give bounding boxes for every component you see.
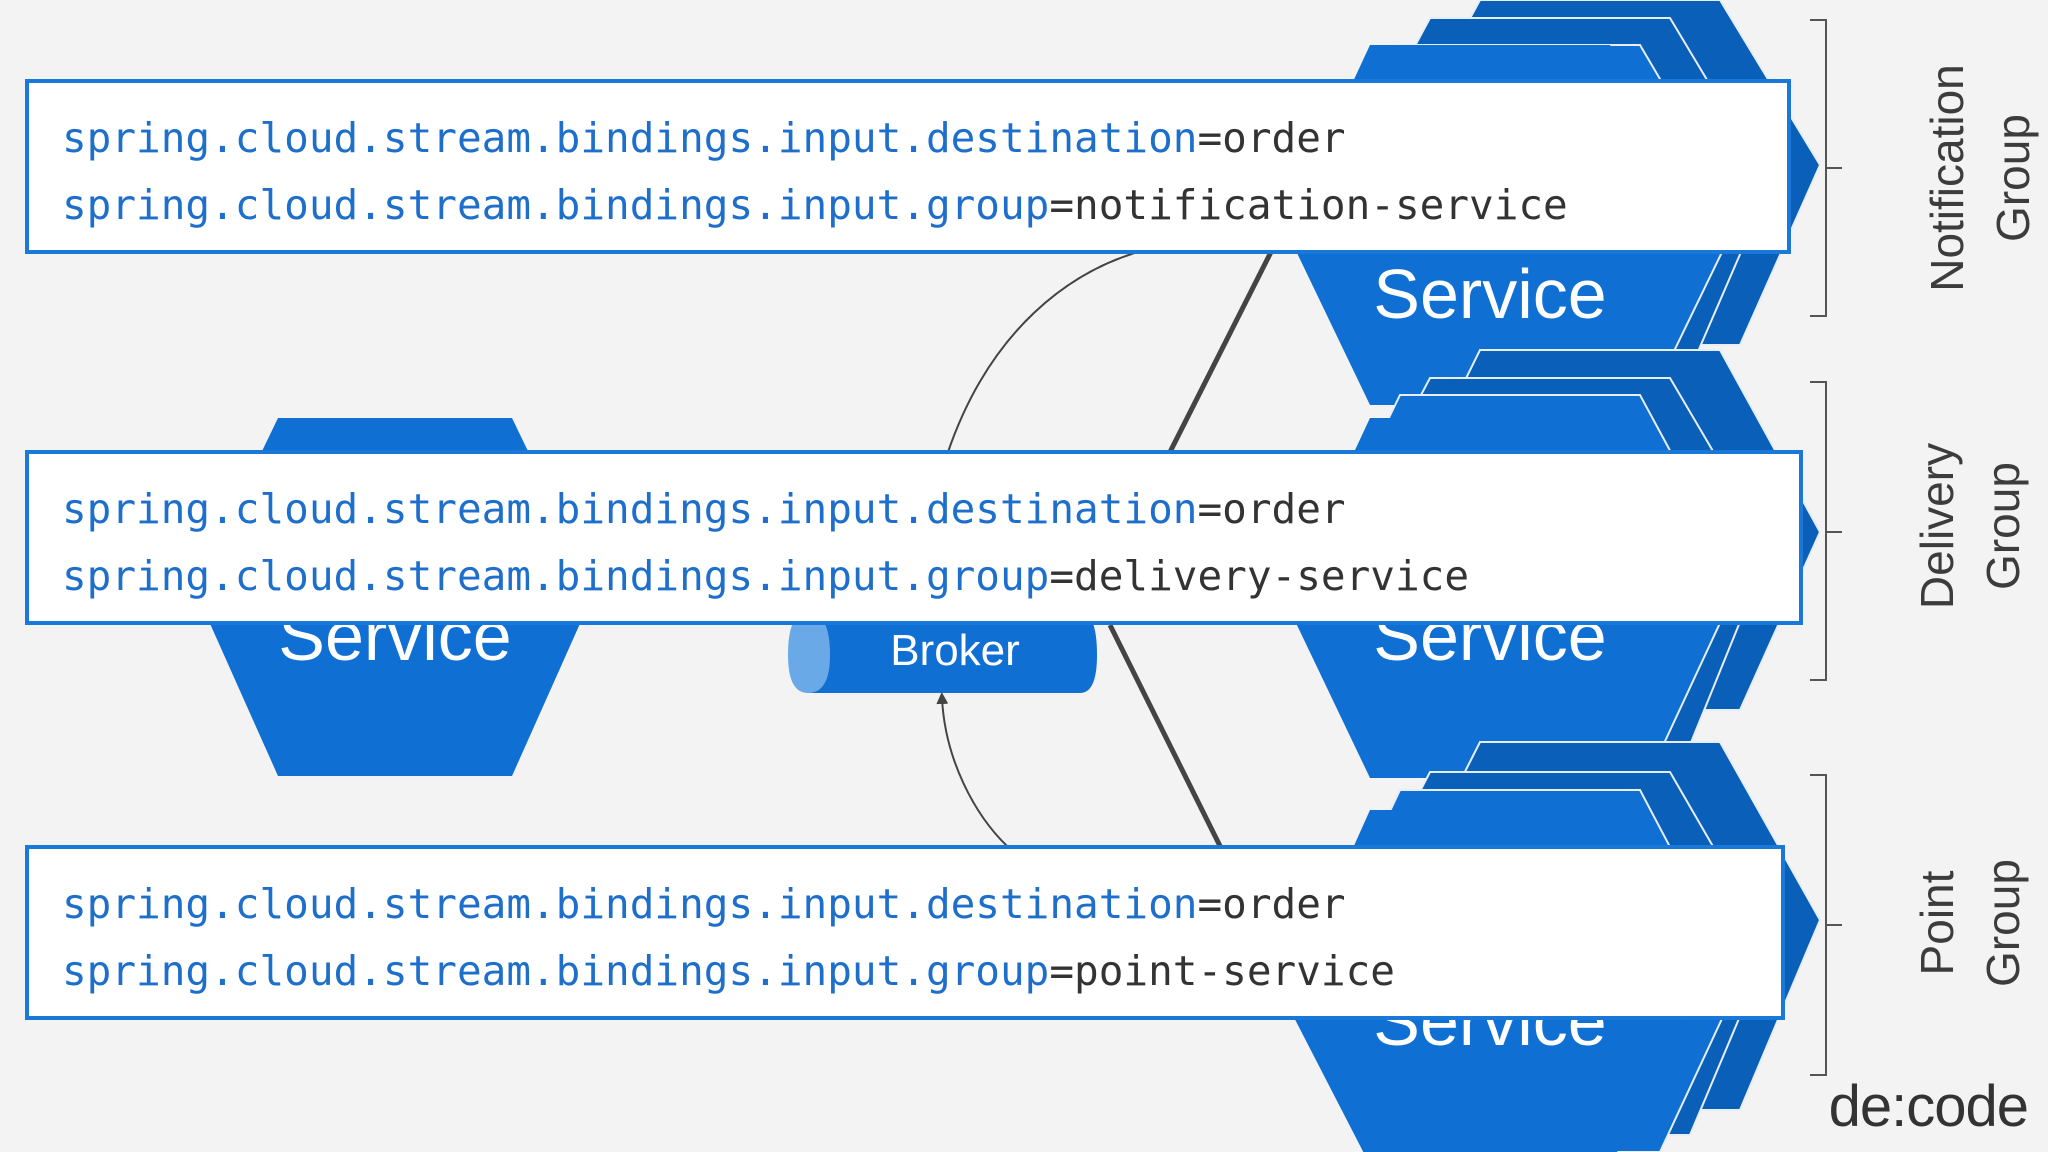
destination-config-line: spring.cloud.stream.bindings.input.desti… xyxy=(62,871,1781,938)
group-property-value: =notification-service xyxy=(1049,181,1568,229)
curve-producer-to-broker xyxy=(936,692,1008,847)
group-property-key: spring.cloud.stream.bindings.input.group xyxy=(62,181,1050,229)
broker-cylinder: Broker xyxy=(788,612,1097,693)
group-label-line: Notification xyxy=(1921,64,1973,292)
point-group-label: Point Group xyxy=(1904,753,2036,1093)
group-label-line: Group xyxy=(1977,462,2029,590)
group-label-line: Point xyxy=(1911,870,1963,976)
point-binding-config: spring.cloud.stream.bindings.input.desti… xyxy=(25,845,1785,1020)
notification-binding-config: spring.cloud.stream.bindings.input.desti… xyxy=(25,79,1791,254)
destination-property-value: =order xyxy=(1197,485,1346,533)
decode-logo: de:code xyxy=(1828,1074,2029,1139)
group-property-key: spring.cloud.stream.bindings.input.group xyxy=(62,552,1050,600)
destination-property-value: =order xyxy=(1197,114,1346,162)
group-config-line: spring.cloud.stream.bindings.input.group… xyxy=(62,938,1781,1005)
destination-property-key: spring.cloud.stream.bindings.input.desti… xyxy=(62,114,1198,162)
delivery-group-label: Delivery Group xyxy=(1904,356,2036,696)
delivery-group-bracket xyxy=(1810,381,1842,681)
line-broker-to-point-service xyxy=(1107,623,1223,848)
broker-label: Broker xyxy=(890,626,1020,675)
group-property-value: =delivery-service xyxy=(1049,552,1470,600)
group-label-line: Group xyxy=(1987,114,2039,242)
line-broker-to-notification-service xyxy=(1167,248,1275,454)
group-label-line: Delivery xyxy=(1911,442,1963,610)
destination-property-value: =order xyxy=(1197,880,1346,928)
notification-service-label: Service xyxy=(1373,255,1606,333)
curve-broker-to-notification xyxy=(947,249,1146,453)
group-config-line: spring.cloud.stream.bindings.input.group… xyxy=(62,172,1787,239)
destination-property-key: spring.cloud.stream.bindings.input.desti… xyxy=(62,485,1198,533)
destination-config-line: spring.cloud.stream.bindings.input.desti… xyxy=(62,476,1799,543)
point-group-bracket xyxy=(1810,774,1842,1076)
destination-config-line: spring.cloud.stream.bindings.input.desti… xyxy=(62,105,1787,172)
group-label-line: Group xyxy=(1977,859,2029,987)
group-property-value: =point-service xyxy=(1049,947,1395,995)
notification-group-bracket xyxy=(1810,19,1842,317)
destination-property-key: spring.cloud.stream.bindings.input.desti… xyxy=(62,880,1198,928)
group-property-key: spring.cloud.stream.bindings.input.group xyxy=(62,947,1050,995)
notification-group-label: Notification Group xyxy=(1914,0,2046,368)
delivery-binding-config: spring.cloud.stream.bindings.input.desti… xyxy=(25,450,1803,625)
group-config-line: spring.cloud.stream.bindings.input.group… xyxy=(62,543,1799,610)
